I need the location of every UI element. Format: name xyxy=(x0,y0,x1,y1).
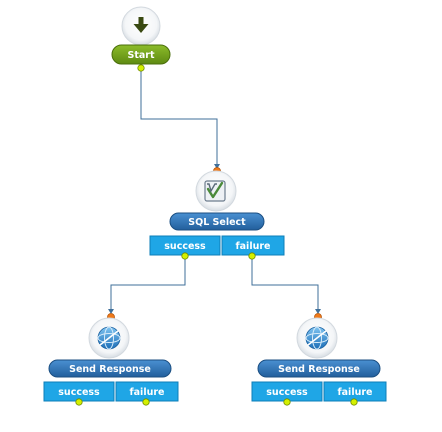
arrowhead-send-response-right xyxy=(315,309,321,314)
sql-select-node[interactable]: SQL Select success failure xyxy=(149,167,285,260)
start-pill[interactable] xyxy=(111,44,171,65)
sql-select-port-success[interactable]: success xyxy=(149,235,221,260)
send-response-left-failure-dot[interactable] xyxy=(142,398,150,406)
send-response-left-pill[interactable] xyxy=(48,359,172,378)
port-success-label: success xyxy=(266,387,308,398)
arrow-down-icon xyxy=(133,17,149,33)
port-failure-label: failure xyxy=(130,387,165,398)
send-response-right-pill[interactable] xyxy=(257,359,381,378)
send-response-left-port-success[interactable]: success xyxy=(43,381,115,406)
send-response-left-port-failure[interactable]: failure xyxy=(115,381,179,406)
arrowhead-sql-select xyxy=(214,164,220,169)
send-response-right-failure-dot[interactable] xyxy=(350,398,358,406)
send-response-left-node[interactable]: Send Response success failure xyxy=(43,313,179,406)
send-response-right-port-failure[interactable]: failure xyxy=(323,381,387,406)
port-success-label: success xyxy=(58,387,100,398)
connector-arrows xyxy=(108,164,321,314)
start-label: Start xyxy=(127,50,154,61)
sql-select-port-failure[interactable]: failure xyxy=(221,235,285,260)
start-node[interactable]: Start xyxy=(111,6,171,72)
sql-select-label: SQL Select xyxy=(188,217,246,228)
send-response-right-success-dot[interactable] xyxy=(283,398,291,406)
connectors xyxy=(110,68,319,313)
connector-start-to-sql-select xyxy=(140,68,218,168)
globe-icon xyxy=(97,326,121,350)
sql-select-pill[interactable] xyxy=(169,212,265,231)
send-response-right-label: Send Response xyxy=(278,364,360,375)
port-success-label: success xyxy=(164,241,206,252)
check-database-icon xyxy=(204,180,226,202)
sql-select-failure-dot[interactable] xyxy=(248,252,256,260)
globe-icon xyxy=(305,326,329,350)
send-response-right-node[interactable]: Send Response success failure xyxy=(251,313,387,406)
connector-success-to-send-response-left xyxy=(110,256,186,313)
send-response-left-label: Send Response xyxy=(69,364,151,375)
start-output-dot[interactable] xyxy=(137,64,145,72)
port-failure-label: failure xyxy=(236,241,271,252)
connector-failure-to-send-response-right xyxy=(251,256,319,313)
port-failure-label: failure xyxy=(338,387,373,398)
sql-select-success-dot[interactable] xyxy=(181,252,189,260)
send-response-left-success-dot[interactable] xyxy=(75,398,83,406)
arrowhead-send-response-left xyxy=(108,309,114,314)
send-response-right-port-success[interactable]: success xyxy=(251,381,323,406)
